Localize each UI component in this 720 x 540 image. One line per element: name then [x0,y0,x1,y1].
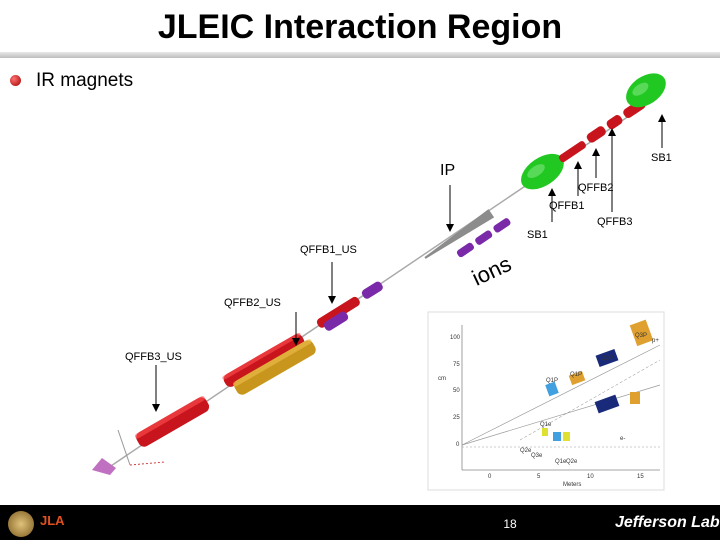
bullet-text: IR magnets [36,70,134,91]
inset-block-q3p [629,319,654,347]
upstream-trace-1 [117,429,131,466]
inset-xtick-3: 15 [637,474,644,480]
qffb3-us-label: QFFB3_US [125,351,182,363]
sb1-mid-label: SB1 [527,229,548,241]
inset-block-q2e [594,394,620,414]
inset-trace-1 [461,344,661,446]
qffb1-us-purple-magnet [323,311,349,331]
qffb1-label: QFFB1 [549,200,585,212]
inset-trace-4 [519,359,661,441]
qffb1-us-red-magnet [316,296,360,328]
inset-ytick-2: 50 [453,388,460,394]
qffb3-label: QFFB3 [597,216,633,228]
slide-title: JLEIC Interaction Region [157,8,563,46]
sb1-green-magnet [626,73,666,108]
inset-label-q3p: Q3P [635,333,647,339]
inset-block-q2p [595,348,619,368]
downstream-purple-magnets [456,218,511,258]
inset-label-q3e: Q3e [531,453,543,459]
inset-label-q1p-2: Q1P [546,378,558,384]
qffb2-label: QFFB2 [578,182,614,194]
inset-block-small-3 [563,432,570,441]
inset-label-pplus: p+ [652,338,659,344]
ip-label: IP [440,162,456,179]
qffb3-us-magnet [134,396,210,447]
inset-block-small-1 [542,428,548,436]
qffb2-us-label: QFFB2_US [224,297,281,309]
upstream-pipe [92,458,116,475]
inset-ytick-1: 75 [453,362,460,368]
inset-label-q2p: Q2P [601,356,613,362]
inset-block-q1p-b [545,381,559,397]
qffb3-red-magnet [558,141,586,163]
bullet-icon [10,75,21,86]
inset-layout-plot: 100 75 50 25 0 cm 0 5 10 15 Meters Q3P Q… [427,311,665,491]
inset-label-q1e-2: Q1e [555,459,567,465]
inset-xlabel: Meters [563,482,581,488]
inset-label-q2e-2: Q2e [566,459,578,465]
upstream-trace-2 [129,461,166,466]
inset-block-q3e [630,392,640,404]
sb1-top-label: SB1 [651,152,672,164]
inset-ylabel: cm [438,376,446,382]
inset-label-q2e: Q2e [520,448,532,454]
inset-background [427,311,665,491]
qffb1-us-label: QFFB1_US [300,244,357,256]
title-divider [0,52,720,58]
inset-ytick-3: 25 [453,415,460,421]
inset-ytick-0: 100 [450,335,461,341]
inset-xtick-1: 5 [537,474,541,480]
inset-trace-2 [461,384,661,446]
footer-bar [0,505,720,540]
inset-xtick-2: 10 [587,474,594,480]
qffb1-green-magnet [521,153,564,190]
inset-label-q1p: Q1P [570,372,582,378]
inset-block-small-2 [553,432,561,441]
jefferson-lab-logo: Jefferson Lab [615,514,720,531]
inset-label-q1e: Q1e [540,422,552,428]
inset-xtick-0: 0 [488,474,492,480]
page-number: 18 [503,517,517,531]
doe-seal-logo [8,511,34,537]
inset-label-eminus: e- [620,436,625,442]
jsa-logo: JLA [40,513,65,528]
ip-beam-pipe [424,209,495,259]
qffb2-us-red-magnet [222,332,305,387]
inset-block-q1p-a [568,370,586,386]
upstream-purple-magnet [361,281,383,299]
inset-ytick-4: 0 [456,442,460,448]
qffb2-us-gold-magnet [232,339,316,395]
